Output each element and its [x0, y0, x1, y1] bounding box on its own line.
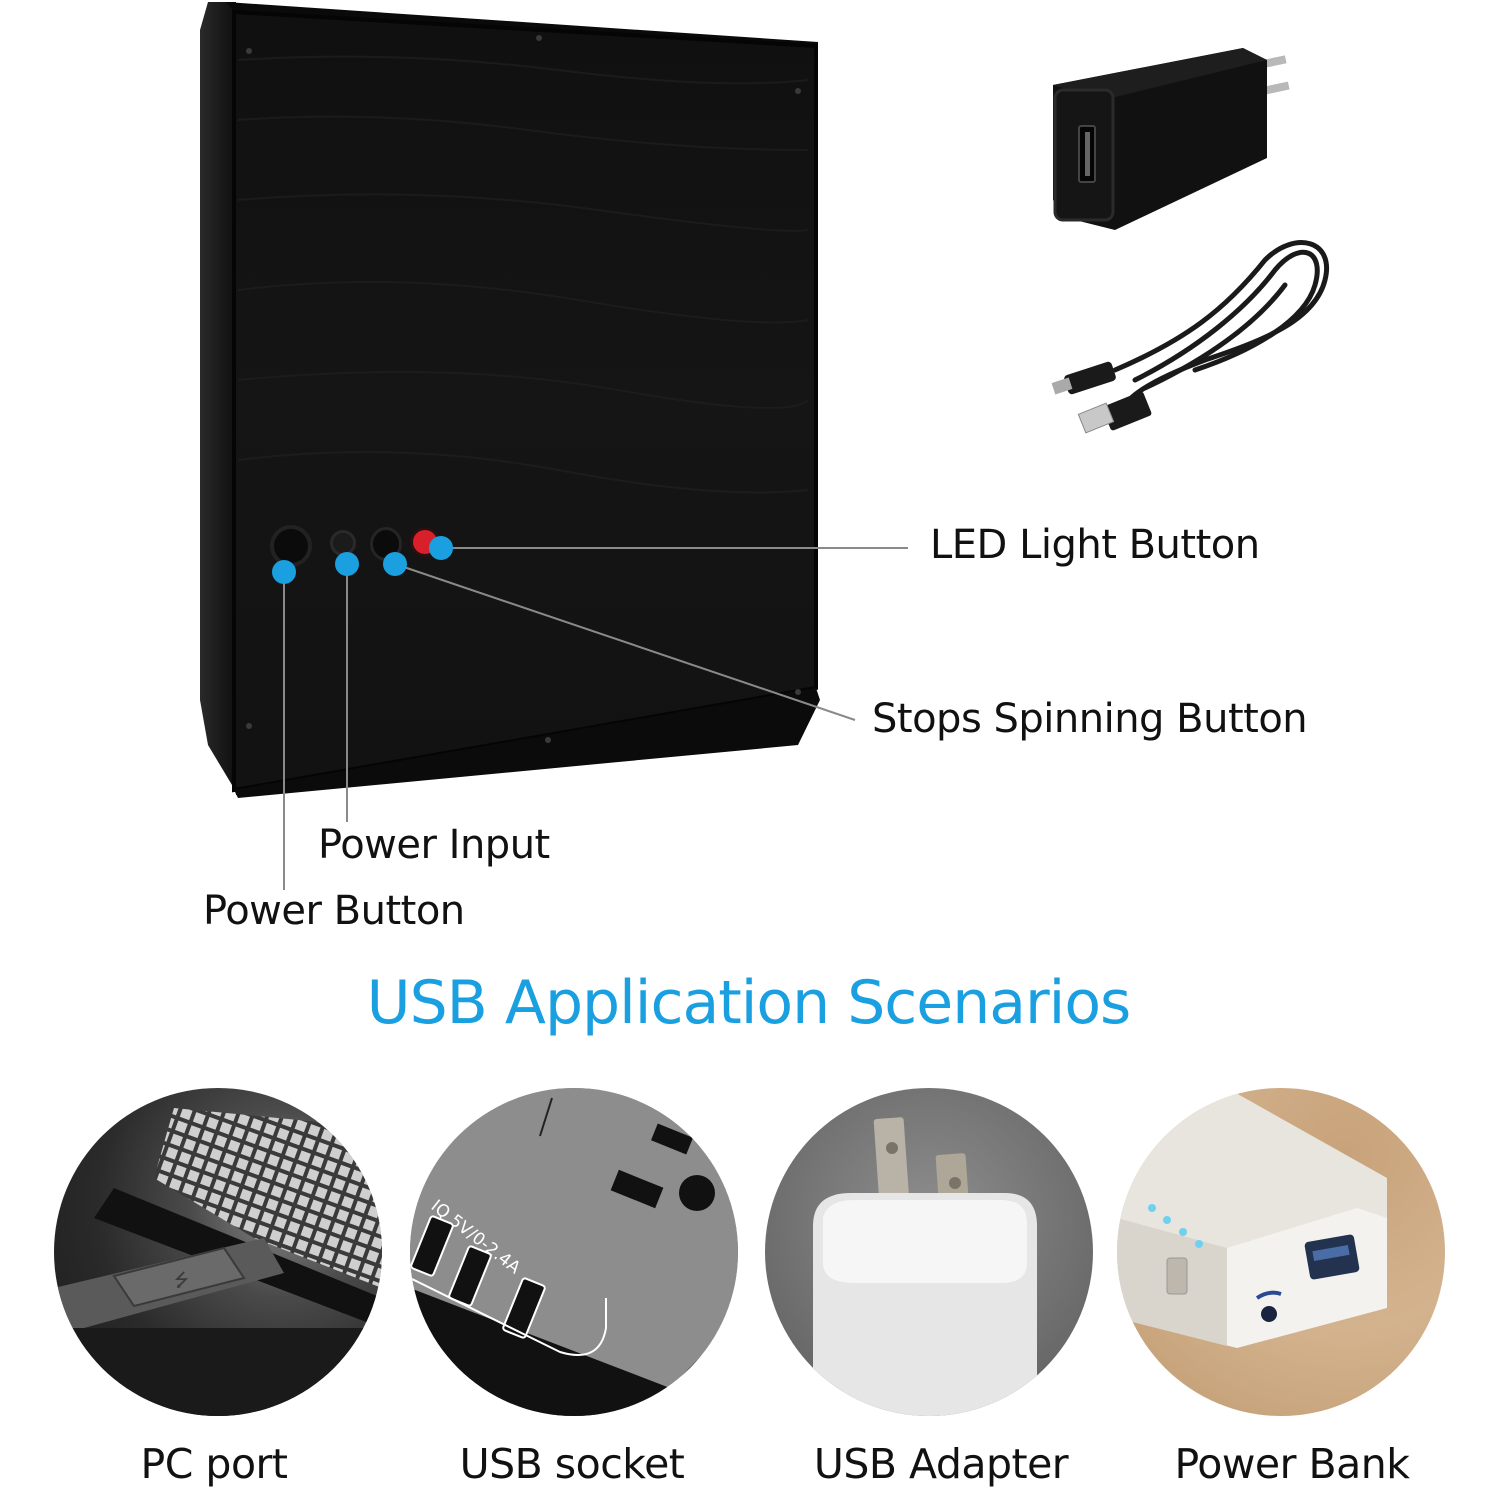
usb-power-adapter: [1045, 40, 1335, 240]
power-strip-icon: IQ 5V/0-2.4A: [410, 1088, 738, 1416]
cable-icon: [1051, 240, 1329, 434]
power-adapter-icon: [1053, 48, 1290, 230]
white-adapter-icon: [813, 1117, 1037, 1416]
caption-power-bank: Power Bank: [1174, 1440, 1410, 1488]
label-stops-spinning-button: Stops Spinning Button: [872, 696, 1308, 742]
callout-dot-power-input: [335, 552, 359, 576]
callout-dot-led-light: [429, 536, 453, 560]
caption-usb-socket: USB socket: [459, 1440, 685, 1488]
section-heading: USB Application Scenarios: [366, 968, 1132, 1038]
caption-pc-port: PC port: [140, 1440, 288, 1488]
box-illustration: [200, 2, 820, 798]
power-bank-icon: [1117, 1088, 1387, 1348]
label-power-button: Power Button: [203, 888, 465, 934]
label-led-light-button: LED Light Button: [930, 522, 1260, 568]
caption-usb-adapter: USB Adapter: [813, 1440, 1069, 1488]
scenario-image-usb-adapter: [765, 1088, 1093, 1416]
callout-dot-power-button: [272, 560, 296, 584]
pc-usb-plug-icon: ⭍: [54, 1108, 382, 1416]
scenario-image-pc-port: ⭍: [54, 1088, 382, 1416]
scenario-image-power-bank: [1117, 1088, 1445, 1416]
svg-text:⭍: ⭍: [174, 1270, 189, 1291]
usb-dc-cable: [1045, 230, 1345, 440]
watch-winder-box: [198, 0, 823, 800]
scenario-image-usb-socket: IQ 5V/0-2.4A: [410, 1088, 738, 1416]
callout-dot-stop-spinning: [383, 552, 407, 576]
label-power-input: Power Input: [318, 822, 550, 868]
